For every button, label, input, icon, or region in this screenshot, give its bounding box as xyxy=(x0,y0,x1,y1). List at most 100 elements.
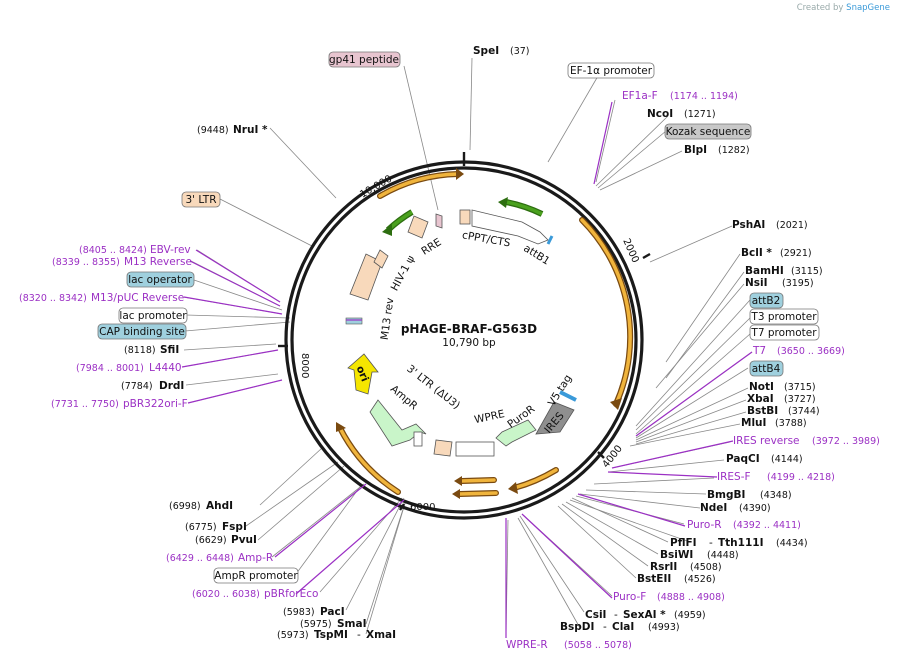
site-bsiwi-pos: (4448) xyxy=(707,550,739,561)
box-ampr-promoter xyxy=(213,567,299,584)
site-bsiwi: BsiWI xyxy=(660,549,693,561)
plasmid-length: 10,790 bp xyxy=(442,337,496,349)
site-ncoi-pos: (1271) xyxy=(684,109,716,120)
site-sexai: SexAI * xyxy=(623,609,666,621)
box-t3-promoter xyxy=(749,308,819,325)
site-bamhi-pos: (3115) xyxy=(791,266,823,277)
site-bstbi-pos: (3744) xyxy=(788,406,820,417)
left-site-labels: (9448) NruI * (8118) SfiI (7784) DrdI (6… xyxy=(121,124,396,641)
primer-ebv-rev: EBV-rev xyxy=(150,244,191,256)
site-drdi: DrdI xyxy=(159,380,184,392)
label-ef1a-promoter: EF-1α promoter xyxy=(570,65,653,77)
site-paci: PacI xyxy=(320,606,345,618)
feature-rre: RRE xyxy=(419,236,443,257)
inner-features xyxy=(345,209,577,457)
snapgene-credit: Created by SnapGene xyxy=(797,3,890,13)
label-t7-promoter: T7 promoter xyxy=(750,327,817,339)
primer-m13-reverse: M13 Reverse xyxy=(124,256,192,268)
tick-marks xyxy=(278,152,651,511)
primer-ires-reverse-pos: (3972 .. 3989) xyxy=(812,436,880,447)
site-nsii: NsiI xyxy=(745,277,768,289)
primer-ires-f: IRES-F xyxy=(717,471,751,483)
primer-t7-pos: (3650 .. 3669) xyxy=(777,346,845,357)
box-attb2 xyxy=(749,292,784,309)
feature-wpre: WPRE xyxy=(473,408,505,426)
primer-ef1af-pos: (1174 .. 1194) xyxy=(670,91,738,102)
site-bsteii-pos: (4526) xyxy=(684,574,716,585)
site-nrui-pos: (9448) xyxy=(197,125,229,136)
primer-arrows xyxy=(181,101,753,638)
box-lac-operator xyxy=(126,271,195,288)
feature-hiv-psi: HIV-1 ψ xyxy=(389,254,418,294)
site-pshai: PshAI xyxy=(732,219,765,231)
box-t7-promoter xyxy=(749,324,820,341)
primer-wpre-r: WPRE-R xyxy=(506,639,548,651)
site-paci-pos: (5983) xyxy=(283,607,315,618)
feature-ori: ori xyxy=(354,364,371,383)
site-pvui-pos: (6629) xyxy=(195,535,227,546)
feature-v5tag: V5 tag xyxy=(546,373,574,409)
site-xbai: XbaI xyxy=(747,393,774,405)
feature-m13rev: M13 rev xyxy=(379,297,397,341)
site-sfii: SfiI xyxy=(160,344,179,356)
primer-m13puc-pos: (8320 .. 8342) xyxy=(19,293,87,304)
site-blpi-pos: (1282) xyxy=(718,145,750,156)
box-lac-promoter xyxy=(118,307,188,324)
primer-pbrforeco-pos: (6020 .. 6038) xyxy=(192,589,260,600)
label-cap-binding: CAP binding site xyxy=(99,326,185,338)
box-cap-binding xyxy=(97,323,187,340)
primer-puro-r: Puro-R xyxy=(687,519,722,531)
site-noti-pos: (3715) xyxy=(784,382,816,393)
site-bspdi: BspDI xyxy=(560,621,594,633)
credit-brand: SnapGene xyxy=(846,3,890,13)
tick-8000: 8000 xyxy=(299,353,310,378)
site-bamhi: BamHI xyxy=(745,265,784,277)
site-csii-sep: - xyxy=(614,609,618,621)
feature-attb1: attB1 xyxy=(521,242,552,267)
primer-t7: T7 xyxy=(752,345,766,357)
primer-labels: EF1a-F (1174 .. 1194) T7 (3650 .. 3669) … xyxy=(19,90,880,651)
site-bmgbi: BmgBI xyxy=(707,489,745,501)
primer-ires-reverse: IRES reverse xyxy=(733,435,800,447)
label-lac-promoter: lac promoter xyxy=(119,310,187,322)
site-pflfi-sep: - xyxy=(709,537,713,549)
site-bsteii: BstEII xyxy=(637,573,671,585)
primer-m13-reverse-pos: (8339 .. 8355) xyxy=(52,257,120,268)
site-ncoi: NcoI xyxy=(647,108,673,120)
site-ahdi: AhdI xyxy=(206,500,233,512)
box-kozak xyxy=(664,123,752,140)
site-ndei: NdeI xyxy=(700,502,727,514)
site-tth111i-pos: (4434) xyxy=(776,538,808,549)
site-sfii-pos: (8118) xyxy=(124,345,156,356)
site-tspmi: TspMI xyxy=(314,629,348,641)
plasmid-name: pHAGE-BRAF-G563D xyxy=(401,322,537,336)
primer-m13puc: M13/pUC Reverse xyxy=(91,292,184,304)
green-features xyxy=(382,197,544,236)
box-attb4 xyxy=(749,360,784,377)
label-lac-operator: lac operator xyxy=(128,274,192,286)
site-paqci: PaqCI xyxy=(726,453,760,465)
primer-puro-f-pos: (4888 .. 4908) xyxy=(657,592,725,603)
site-fspi-pos: (6775) xyxy=(185,522,217,533)
site-csii: CsiI xyxy=(585,609,606,621)
label-t3-promoter: T3 promoter xyxy=(750,311,817,323)
primer-wpre-r-pos: (5058 .. 5078) xyxy=(564,640,632,651)
primer-pbr322-pos: (7731 .. 7750) xyxy=(51,399,119,410)
site-tspmi-pos: (5973) xyxy=(277,630,309,641)
site-bstbi: BstBI xyxy=(747,405,778,417)
site-spei-pos: (37) xyxy=(510,46,530,57)
primer-amp-r: Amp-R xyxy=(238,552,273,564)
site-pvui: PvuI xyxy=(231,534,257,546)
box-gp41 xyxy=(328,51,401,68)
feature-ampr: AmpR xyxy=(388,383,420,412)
primer-pbr322: pBR322ori-F xyxy=(123,398,188,410)
orange-features xyxy=(336,168,634,499)
site-smai-pos: (5975) xyxy=(300,619,332,630)
site-nsii-pos: (3195) xyxy=(782,278,814,289)
site-bcli-pos: (2921) xyxy=(780,248,812,259)
primer-ef1af: EF1a-F xyxy=(622,90,658,102)
site-blpi: BlpI xyxy=(684,144,707,156)
primer-puro-f: Puro-F xyxy=(613,591,646,603)
site-paqci-pos: (4144) xyxy=(771,454,803,465)
